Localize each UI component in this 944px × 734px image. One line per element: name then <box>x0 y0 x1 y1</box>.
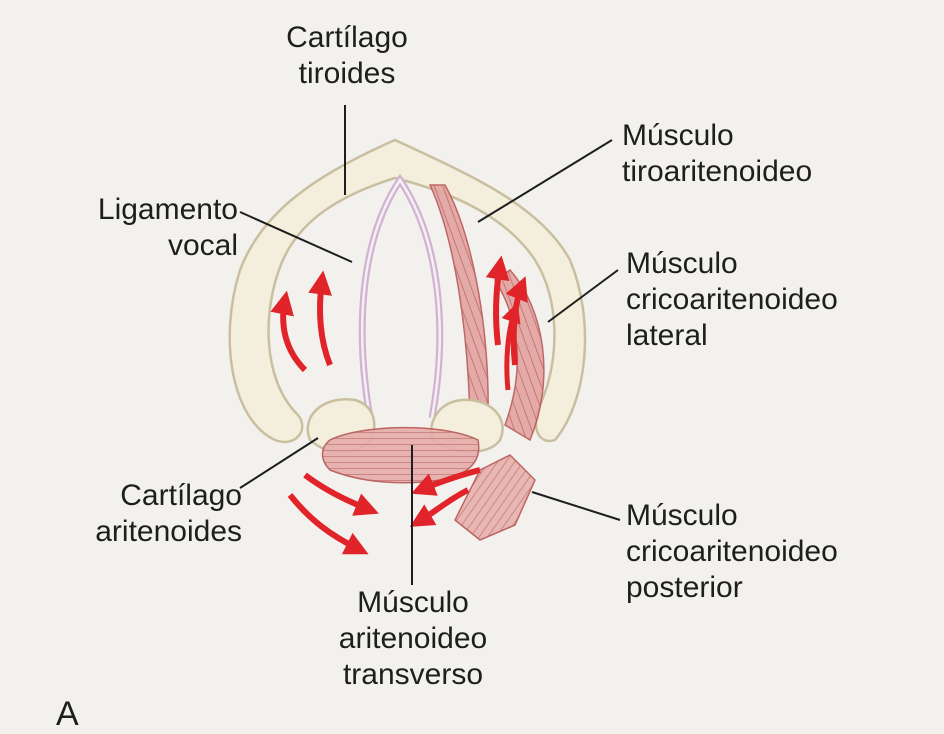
leader-cricoaritenoideo-posterior <box>532 492 620 520</box>
label-cartilago-aritenoides: Cartílago aritenoides <box>40 478 242 550</box>
vocal-ligament <box>362 180 440 418</box>
leader-cartilago-aritenoides <box>240 438 318 488</box>
arrow-right-1 <box>496 265 500 345</box>
label-ligamento-vocal: Ligamento vocal <box>30 192 238 264</box>
arrow-left-1 <box>283 300 305 370</box>
arrow-left-2 <box>320 280 330 365</box>
leader-tiroaritenoideo <box>478 140 612 222</box>
panel-letter: A <box>56 695 79 734</box>
label-musculo-cricoaritenoideo-lateral: Músculo cricoaritenoideo lateral <box>626 246 926 354</box>
label-musculo-cricoaritenoideo-posterior: Músculo cricoaritenoideo posterior <box>626 498 926 606</box>
arrow-bottom-left-1 <box>305 475 370 510</box>
label-musculo-tiroaritenoideo: Músculo tiroaritenoideo <box>622 118 922 190</box>
label-cartilago-tiroides: Cartílago tiroides <box>262 20 432 92</box>
label-musculo-aritenoideo-transverso: Músculo aritenoideo transverso <box>318 585 508 693</box>
